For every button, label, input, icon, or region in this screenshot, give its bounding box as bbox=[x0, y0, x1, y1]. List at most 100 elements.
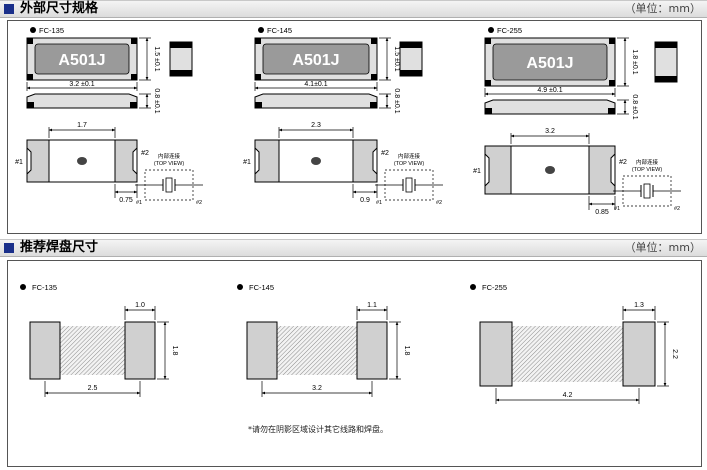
orientation-dot bbox=[311, 157, 321, 165]
side-view bbox=[26, 93, 138, 109]
connection-subtitle: (TOP VIEW) bbox=[632, 167, 663, 173]
width-label: 1.5 ±0.1 bbox=[393, 46, 400, 71]
part-name: FC-135 bbox=[39, 26, 64, 35]
connection-title: 内部连接 bbox=[158, 152, 181, 160]
land-pad-length-label: 1.8 bbox=[171, 346, 178, 356]
pin2-label: #2 bbox=[141, 150, 149, 157]
part-name: FC-255 bbox=[482, 283, 507, 292]
orientation-dot bbox=[545, 166, 555, 174]
keep-out-area bbox=[60, 326, 125, 375]
land-pad-1 bbox=[29, 321, 61, 380]
part-bullet-icon bbox=[237, 284, 243, 290]
pin2-label: #2 bbox=[381, 150, 389, 157]
unit-label: （单位：mm） bbox=[624, 2, 701, 15]
land-pad-1 bbox=[246, 321, 278, 380]
corner-terminal bbox=[255, 38, 261, 44]
part-name: FC-145 bbox=[267, 26, 292, 35]
height-label: 0.8 ±0.1 bbox=[631, 94, 638, 119]
side-terminal bbox=[130, 102, 137, 108]
shaded-area-note: *请勿在阴影区域设计其它线路和焊盘。 bbox=[248, 425, 388, 434]
package-lid bbox=[262, 43, 370, 75]
end-terminal bbox=[400, 70, 422, 76]
package-marking: A501J bbox=[58, 52, 105, 69]
side-view bbox=[484, 99, 616, 115]
unit-label: （单位：mm） bbox=[624, 241, 701, 254]
end-terminal bbox=[170, 70, 192, 76]
part-name: FC-145 bbox=[249, 283, 274, 292]
land-pad-2 bbox=[124, 321, 156, 380]
section-square-icon bbox=[4, 243, 14, 253]
pad-1 bbox=[26, 139, 50, 183]
corner-terminal bbox=[131, 74, 137, 80]
pin1-label: #1 bbox=[243, 159, 251, 166]
connection-pin1: #1 bbox=[376, 200, 382, 206]
end-terminal bbox=[655, 76, 677, 82]
connection-pin2: #2 bbox=[674, 206, 680, 212]
connection-pin1: #1 bbox=[136, 200, 142, 206]
pitch-label: 2.3 bbox=[311, 122, 321, 129]
land-pad-width-label: 1.1 bbox=[367, 302, 377, 309]
package-lid bbox=[34, 43, 130, 75]
pin1-label: #1 bbox=[15, 159, 23, 166]
land-span-label: 4.2 bbox=[563, 392, 573, 399]
end-terminal bbox=[170, 42, 192, 48]
crystal-symbol bbox=[405, 177, 413, 193]
side-terminal bbox=[608, 108, 615, 114]
length-label: 3.2 ±0.1 bbox=[69, 81, 94, 88]
corner-terminal bbox=[485, 80, 491, 86]
part-bullet-icon bbox=[258, 27, 264, 33]
corner-terminal bbox=[609, 80, 615, 86]
corner-terminal bbox=[255, 74, 261, 80]
side-view bbox=[254, 93, 378, 109]
section-header-dimensions: 外部尺寸规格 （单位：mm） bbox=[0, 0, 707, 18]
corner-terminal bbox=[371, 74, 377, 80]
height-label: 0.8 ±0.1 bbox=[153, 88, 160, 113]
height-label: 0.8 ±0.1 bbox=[393, 88, 400, 113]
land-pad-length-label: 1.8 bbox=[403, 346, 410, 356]
pad-2 bbox=[114, 139, 138, 183]
land-span-label: 2.5 bbox=[88, 385, 98, 392]
section-header-land-pattern: 推荐焊盘尺寸 （单位：mm） bbox=[0, 239, 707, 257]
part-bullet-icon bbox=[30, 27, 36, 33]
pad-2 bbox=[352, 139, 378, 183]
part-name: FC-135 bbox=[32, 283, 57, 292]
connection-pin2: #2 bbox=[196, 200, 202, 206]
corner-terminal bbox=[27, 38, 33, 44]
land-span-label: 3.2 bbox=[312, 385, 322, 392]
part-bullet-icon bbox=[488, 27, 494, 33]
pad-width-label: 0.9 bbox=[360, 197, 370, 204]
land-pad-1 bbox=[479, 321, 513, 387]
length-label: 4.1±0.1 bbox=[304, 81, 327, 88]
package-marking: A501J bbox=[526, 55, 573, 72]
end-terminal bbox=[400, 42, 422, 48]
corner-terminal bbox=[27, 74, 33, 80]
land-pad-2 bbox=[356, 321, 388, 380]
pad-width-label: 0.85 bbox=[595, 209, 609, 216]
part-name: FC-255 bbox=[497, 26, 522, 35]
connection-pin2: #2 bbox=[436, 200, 442, 206]
part-bullet-icon bbox=[20, 284, 26, 290]
pin1-label: #1 bbox=[473, 168, 481, 175]
length-label: 4.9 ±0.1 bbox=[537, 87, 562, 94]
land-pad-width-label: 1.0 bbox=[135, 302, 145, 309]
pitch-label: 3.2 bbox=[545, 128, 555, 135]
pin2-label: #2 bbox=[619, 159, 627, 166]
land-pad-width-label: 1.3 bbox=[634, 302, 644, 309]
connection-title: 内部连接 bbox=[398, 152, 421, 160]
keep-out-area bbox=[277, 326, 357, 375]
side-terminal bbox=[485, 108, 492, 114]
pad-1 bbox=[484, 145, 512, 195]
connection-subtitle: (TOP VIEW) bbox=[154, 161, 185, 167]
crystal-symbol bbox=[165, 177, 173, 193]
side-terminal bbox=[255, 102, 262, 108]
pitch-label: 1.7 bbox=[77, 122, 87, 129]
section-title: 推荐焊盘尺寸 bbox=[20, 240, 99, 255]
land-pad-length-label: 2.2 bbox=[671, 349, 678, 359]
land-pad-2 bbox=[622, 321, 656, 387]
corner-terminal bbox=[371, 38, 377, 44]
section-square-icon bbox=[4, 4, 14, 14]
width-label: 1.8 ±0.1 bbox=[631, 49, 638, 74]
side-terminal bbox=[27, 102, 34, 108]
part-bullet-icon bbox=[470, 284, 476, 290]
